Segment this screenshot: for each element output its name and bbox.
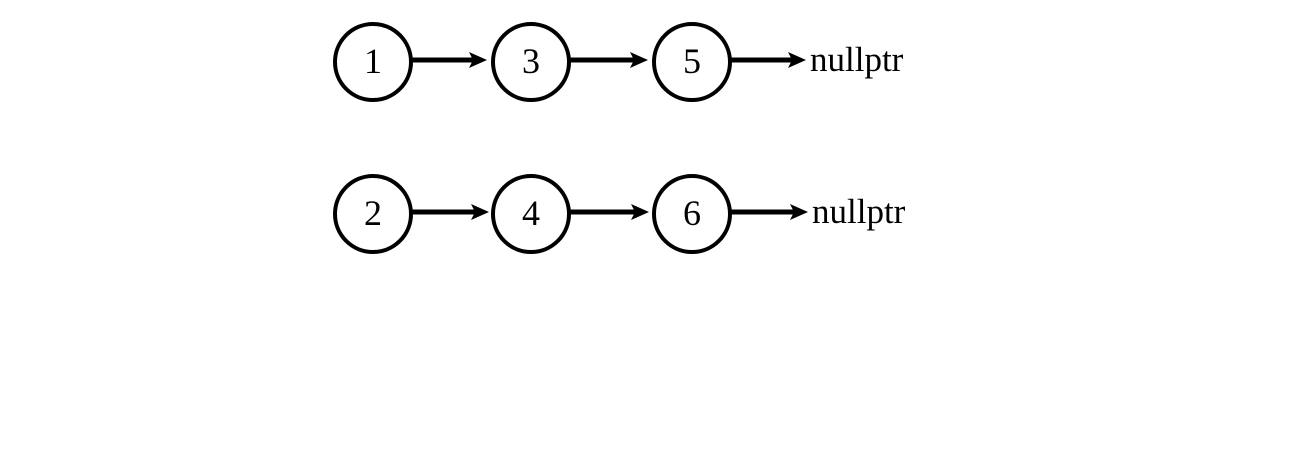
- nullptr-terminator-label: nullptr: [810, 40, 904, 79]
- node-label: 2: [364, 193, 382, 233]
- node-label: 6: [683, 193, 701, 233]
- arrow-node2-to-node4: [411, 200, 489, 224]
- arrow-node4-to-node6: [569, 200, 649, 224]
- node-label: 1: [364, 41, 382, 81]
- node-label: 4: [522, 193, 540, 233]
- arrow-node5-to-nullptr: [730, 48, 806, 72]
- node-label: 3: [522, 41, 540, 81]
- list-node-5[interactable]: 5: [652, 22, 732, 102]
- arrow-node6-to-nullptr: [730, 200, 808, 224]
- list-node-6[interactable]: 6: [652, 174, 732, 254]
- list-node-4[interactable]: 4: [491, 174, 571, 254]
- list-node-1[interactable]: 1: [333, 22, 413, 102]
- node-label: 5: [683, 41, 701, 81]
- arrow-node1-to-node3: [411, 48, 487, 72]
- list-node-2[interactable]: 2: [333, 174, 413, 254]
- nullptr-terminator-label: nullptr: [812, 192, 906, 231]
- list-node-3[interactable]: 3: [491, 22, 571, 102]
- arrow-node3-to-node5: [569, 48, 648, 72]
